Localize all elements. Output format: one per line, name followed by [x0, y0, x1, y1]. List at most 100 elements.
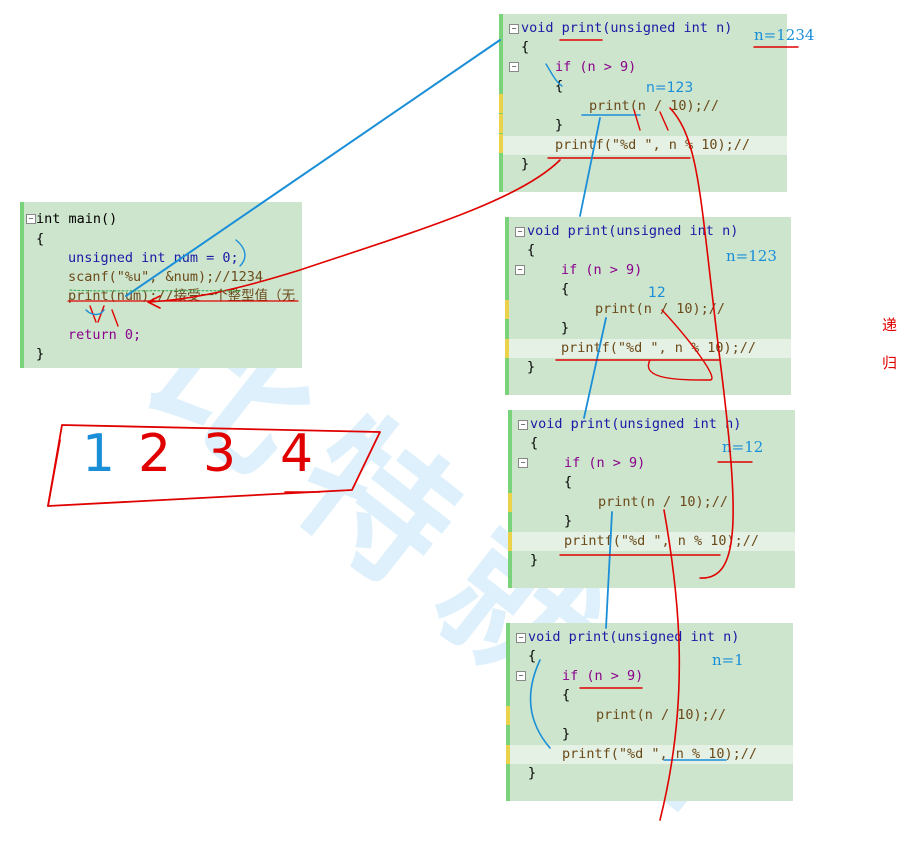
frame-label: n=123	[726, 247, 777, 265]
fold-icon[interactable]: −	[509, 24, 519, 34]
code-line: }	[24, 345, 302, 364]
code-text: print(n / 10);//	[598, 494, 729, 510]
code-text: }	[555, 117, 564, 133]
code-text: unsigned int num = 0;	[68, 250, 239, 266]
code-text: {	[527, 242, 536, 258]
code-line: }	[509, 358, 791, 377]
change-marker	[505, 339, 509, 358]
code-line: printf("%d ", n % 10);//	[512, 532, 795, 551]
change-marker	[499, 114, 503, 133]
code-line: return 0;	[24, 326, 302, 345]
code-line: {	[503, 38, 787, 57]
frame-label: n=1	[712, 651, 744, 669]
code-line: print(n / 10);//	[509, 300, 791, 319]
code-line: print(num);//接受一个整型值（无	[24, 287, 302, 306]
code-line: if (n > 9)	[512, 454, 795, 473]
code-line: }	[512, 551, 795, 570]
recursion-frame-1: − − void print(unsigned int n) { if (n >…	[499, 14, 787, 192]
change-marker	[499, 94, 503, 113]
code-text: printf("%d ", n % 10);//	[562, 746, 758, 762]
code-text: }	[521, 156, 530, 172]
code-line: }	[512, 512, 795, 531]
code-text: {	[530, 435, 539, 451]
code-line: scanf("%u", &num);//1234	[24, 268, 302, 287]
code-text: {	[564, 474, 573, 490]
code-line	[24, 306, 302, 325]
code-line: if (n > 9)	[509, 261, 791, 280]
code-text: {	[562, 687, 571, 703]
function-signature: void print(unsigned int n)	[521, 20, 733, 36]
code-text: if (n > 9)	[561, 262, 643, 278]
code-line: {	[510, 647, 793, 666]
code-text: printf("%d ", n % 10);//	[555, 137, 751, 153]
code-text: }	[562, 726, 571, 742]
output-digit: 1	[82, 424, 116, 484]
code-text: if (n > 9)	[562, 668, 644, 684]
code-text: print(num);//接受一个整型值（无	[68, 288, 296, 304]
code-text: {	[36, 231, 45, 247]
code-text: printf("%d ", n % 10);//	[564, 533, 760, 549]
code-text: }	[561, 320, 570, 336]
output-digit: 4	[280, 424, 314, 484]
code-line: int main()	[24, 210, 302, 229]
code-text: print(n / 10);//	[596, 707, 727, 723]
main-code-panel: − int main() { unsigned int num = 0; sca…	[20, 202, 302, 368]
recursion-frame-3: − − void print(unsigned int n) { if (n >…	[508, 410, 795, 588]
output-box-stroke	[47, 439, 61, 507]
fold-icon[interactable]: −	[518, 458, 528, 468]
output-digit: 2	[138, 424, 172, 484]
fold-icon[interactable]: −	[516, 633, 526, 643]
code-line: void print(unsigned int n)	[509, 222, 791, 241]
change-marker	[508, 493, 512, 512]
handwritten-note: n=123	[646, 80, 694, 96]
code-line: unsigned int num = 0;	[24, 249, 302, 268]
fold-icon[interactable]: −	[518, 420, 528, 430]
code-line: {	[24, 230, 302, 249]
fold-icon[interactable]: −	[516, 671, 526, 681]
code-line: {	[503, 77, 787, 96]
code-text: {	[521, 39, 530, 55]
output-digit: 3	[203, 424, 237, 484]
recursion-frame-2: − − void print(unsigned int n) { if (n >…	[505, 217, 791, 395]
code-text: }	[527, 359, 536, 375]
change-marker	[505, 300, 509, 319]
code-line: {	[512, 434, 795, 453]
code-text: scanf("%u", &num);//1234	[68, 269, 264, 285]
code-line: void print(unsigned int n)	[510, 628, 793, 647]
fold-icon[interactable]: −	[509, 62, 519, 72]
function-signature: void print(unsigned int n)	[527, 223, 739, 239]
code-line: {	[509, 280, 791, 299]
code-text: {	[528, 648, 537, 664]
code-line: printf("%d ", n % 10);//	[503, 136, 787, 155]
change-marker	[499, 134, 503, 153]
recursion-frame-4: − − void print(unsigned int n) { if (n >…	[506, 623, 793, 801]
code-text: print(n / 10);//	[589, 98, 720, 114]
code-text: if (n > 9)	[564, 455, 646, 471]
side-label-recurse: 递	[882, 316, 898, 334]
code-text: }	[530, 552, 539, 568]
code-line: if (n > 9)	[510, 667, 793, 686]
code-text: int main()	[36, 211, 118, 227]
code-line: }	[509, 319, 791, 338]
code-text: {	[555, 78, 564, 94]
handwritten-note: 12	[648, 285, 666, 301]
code-line: }	[503, 155, 787, 174]
code-line: void print(unsigned int n)	[503, 19, 787, 38]
change-marker	[508, 532, 512, 551]
code-text: return 0;	[68, 327, 142, 343]
code-line: print(n / 10);//	[510, 706, 793, 725]
code-line: {	[512, 473, 795, 492]
code-line: print(n / 10);//	[503, 97, 787, 116]
code-line: void print(unsigned int n)	[512, 415, 795, 434]
fold-icon[interactable]: −	[26, 214, 36, 224]
frame-label: n=12	[722, 438, 764, 456]
code-line: }	[503, 116, 787, 135]
code-line: }	[510, 764, 793, 783]
side-label-return: 归	[882, 354, 898, 372]
function-signature: void print(unsigned int n)	[530, 416, 742, 432]
code-text: printf("%d ", n % 10);//	[561, 340, 757, 356]
code-line: printf("%d ", n % 10);//	[510, 745, 793, 764]
frame-label: n=1234	[754, 26, 815, 44]
code-text: }	[564, 513, 573, 529]
code-line: printf("%d ", n % 10);//	[509, 339, 791, 358]
